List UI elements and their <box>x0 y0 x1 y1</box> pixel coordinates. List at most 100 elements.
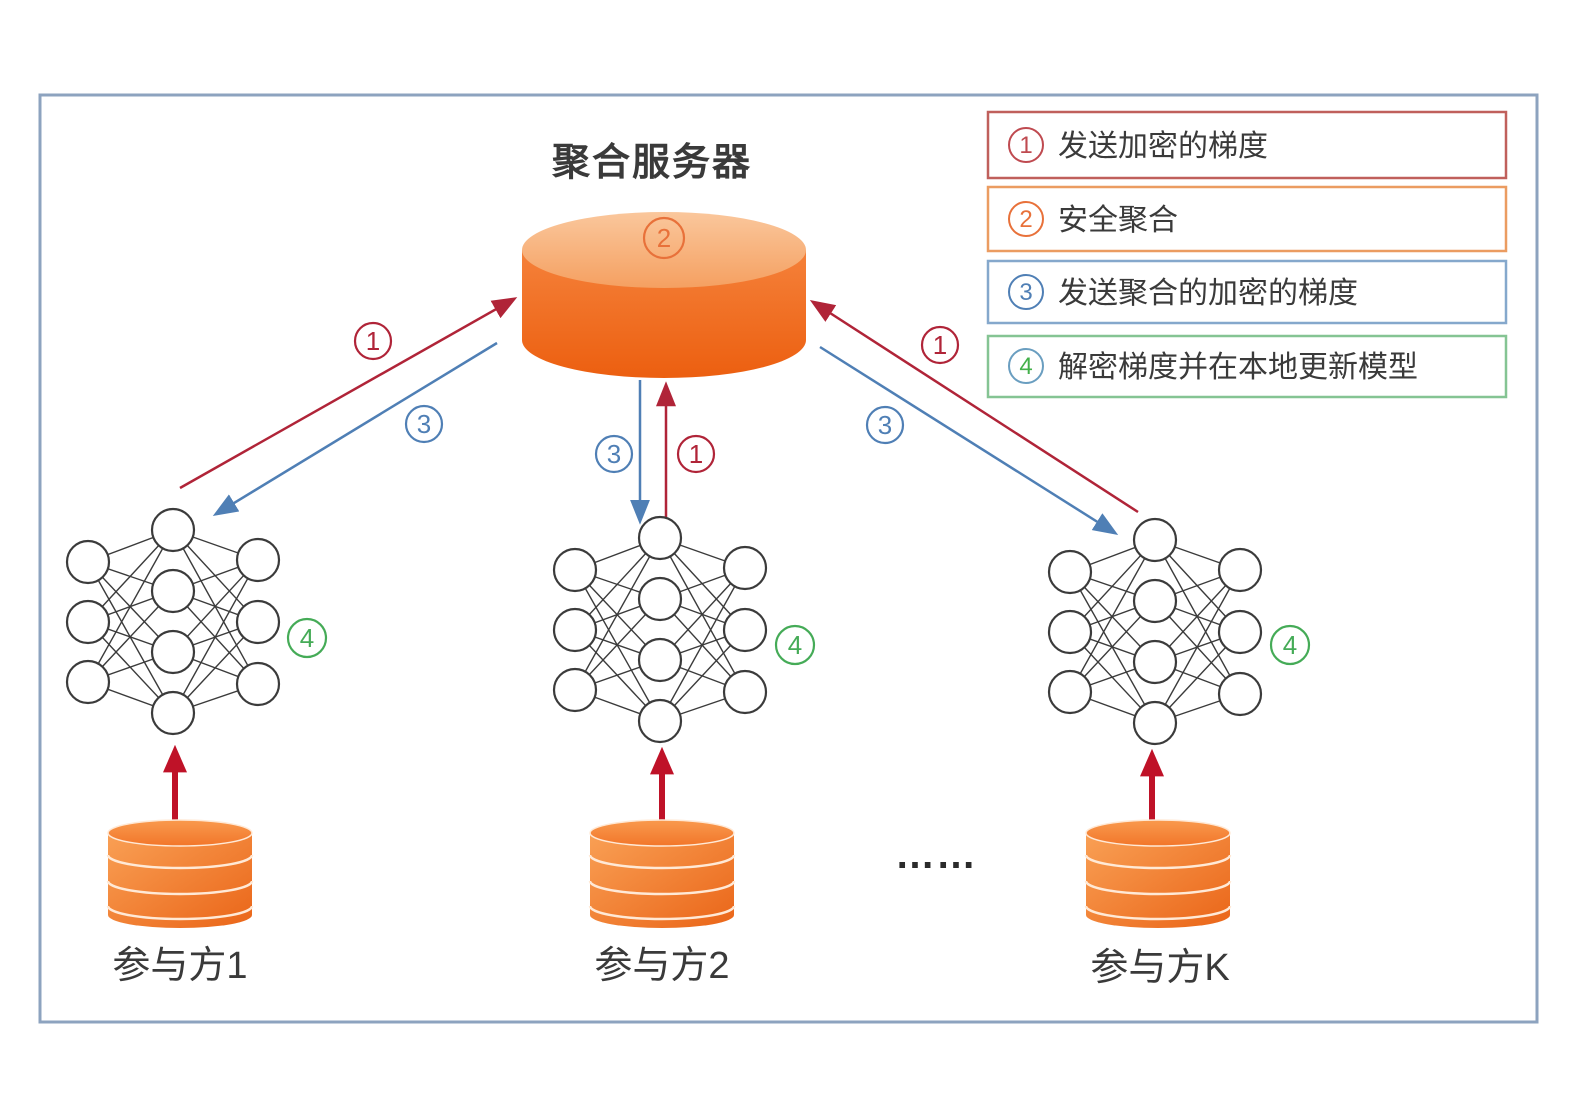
neural-network-participantK <box>1047 517 1263 746</box>
step4-badge-right: 4 <box>1269 624 1311 666</box>
step1-badge-middle-number: 1 <box>689 439 703 469</box>
arrow-upload-right <box>809 299 1139 514</box>
step3-badge-left: 3 <box>404 404 444 444</box>
step4-badge-right-number: 4 <box>1283 630 1297 660</box>
legend-item-4: 4 解密梯度并在本地更新模型 <box>986 334 1508 399</box>
nn-node <box>1047 549 1093 595</box>
legend-box-3 <box>986 259 1508 325</box>
db1-divider-1 <box>106 854 254 870</box>
flow-arrows <box>179 297 1139 536</box>
legend-item-2: 2 安全聚合 <box>986 185 1508 253</box>
nn-node <box>552 607 598 653</box>
legend-label-2: 安全聚合 <box>1058 204 1178 237</box>
participants-ellipsis: …… <box>895 833 977 877</box>
databases <box>106 819 1232 928</box>
nn-node <box>1217 671 1263 717</box>
nn-node <box>1217 547 1263 593</box>
nn-connection <box>574 537 661 691</box>
nn-node <box>1132 700 1178 746</box>
nn-node <box>235 661 281 707</box>
legend-circle-4 <box>1008 348 1044 384</box>
step4-badge-middle-circle <box>774 624 816 666</box>
nn-connection <box>87 529 174 683</box>
legend-circle-3 <box>1008 274 1044 310</box>
nn-node <box>150 629 196 675</box>
arrow-download-left <box>212 341 498 516</box>
nn-connection <box>1069 539 1156 693</box>
legend-box-1 <box>986 110 1508 180</box>
db1-top <box>107 819 253 847</box>
legend-number-4: 4 <box>1019 353 1032 380</box>
nn-node <box>637 576 683 622</box>
nn-node <box>65 539 111 585</box>
server-title: 聚合服务器 <box>551 142 752 184</box>
db3-divider-3 <box>1084 905 1232 921</box>
nn-node <box>150 568 196 614</box>
legend-circle-2 <box>1008 201 1044 237</box>
step1-badge-left: 1 <box>353 321 393 361</box>
step4-badge-middle-number: 4 <box>788 630 802 660</box>
step3-badge-right: 3 <box>865 405 905 445</box>
nn-node <box>65 599 111 645</box>
neural-network-participant2 <box>552 515 768 744</box>
step3-badge-left-circle <box>404 404 444 444</box>
database-participant2 <box>588 819 736 928</box>
arrow-step-badges: 1 3 3 1 1 3 <box>353 321 960 474</box>
db3-top <box>1085 819 1231 847</box>
db1-divider-3 <box>106 905 254 921</box>
nn-node <box>235 537 281 583</box>
db1-body <box>108 833 252 928</box>
nn-node <box>1132 517 1178 563</box>
db2-body <box>590 833 734 928</box>
nn-node <box>552 547 598 593</box>
nn-node <box>722 669 768 715</box>
nn-node <box>150 507 196 553</box>
nn-connection <box>659 567 746 722</box>
nn-node <box>722 545 768 591</box>
step1-badge-right: 1 <box>920 325 960 365</box>
legend-label-3: 发送聚合的加密的梯度 <box>1058 277 1358 310</box>
nn-node <box>637 515 683 561</box>
step4-badge-left-number: 4 <box>300 623 314 653</box>
db2-divider-2 <box>588 880 736 896</box>
legend-box-4 <box>986 334 1508 399</box>
step3-badge-middle-number: 3 <box>607 439 621 469</box>
arrow-download-right <box>819 345 1119 536</box>
step3-badge-right-number: 3 <box>878 410 892 440</box>
step1-badge-right-circle <box>920 325 960 365</box>
db2-divider-1 <box>588 854 736 870</box>
legend-number-3: 3 <box>1019 279 1032 306</box>
nn-node <box>1132 639 1178 685</box>
nn-node <box>637 698 683 744</box>
nn-node <box>1047 669 1093 715</box>
step1-badge-left-circle <box>353 321 393 361</box>
step2-badge-number: 2 <box>657 223 671 253</box>
step3-badge-middle: 3 <box>594 434 634 474</box>
db3-divider-2 <box>1084 880 1232 896</box>
arrow-upload-left <box>179 297 518 490</box>
database-participant1 <box>106 819 254 928</box>
nn-node <box>1132 578 1178 624</box>
nn-node <box>552 667 598 713</box>
step1-badge-middle-circle <box>676 434 716 474</box>
participantK-label: 参与方K <box>1090 947 1229 989</box>
legend-item-3: 3 发送聚合的加密的梯度 <box>986 259 1508 325</box>
step4-badges: 4 4 4 <box>286 617 1311 666</box>
nn-node <box>235 599 281 645</box>
nn-node <box>65 659 111 705</box>
step4-badge-left-circle <box>286 617 328 659</box>
step1-badge-left-number: 1 <box>366 326 380 356</box>
db2-divider-3 <box>588 905 736 921</box>
step4-badge-middle: 4 <box>774 624 816 666</box>
database-participantK <box>1084 819 1232 928</box>
step3-badge-right-circle <box>865 405 905 445</box>
legend-box-2 <box>986 185 1508 253</box>
step4-badge-left: 4 <box>286 617 328 659</box>
legend-label-1: 发送加密的梯度 <box>1058 130 1268 163</box>
db2-top <box>589 819 735 847</box>
db3-divider-1 <box>1084 854 1232 870</box>
nn-node <box>1217 609 1263 655</box>
db1-divider-2 <box>106 880 254 896</box>
